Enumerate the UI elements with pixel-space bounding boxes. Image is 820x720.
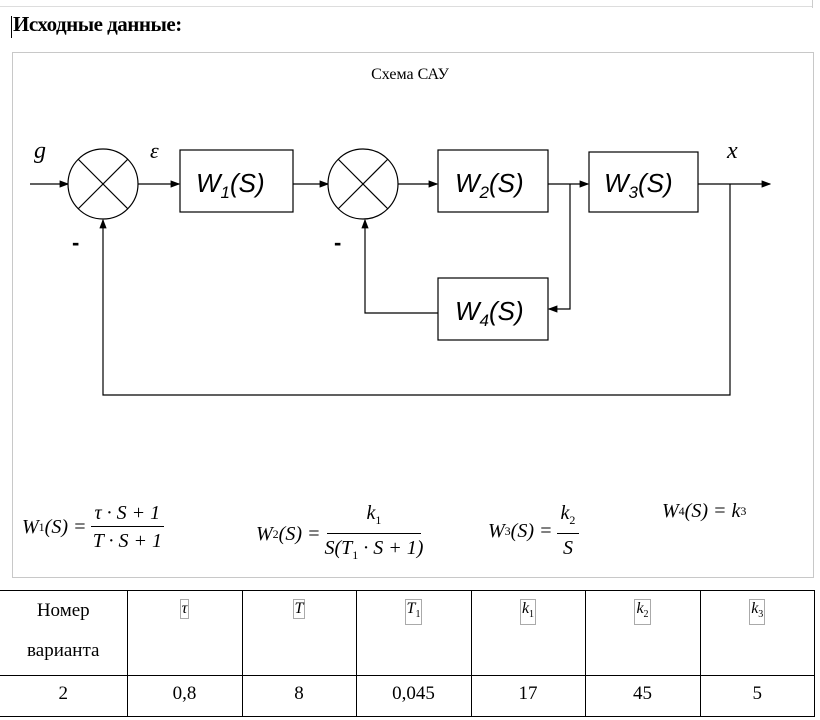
text-cursor bbox=[11, 16, 12, 38]
header-k3: k3 bbox=[699, 590, 815, 676]
input-signal-label: g bbox=[34, 138, 46, 164]
block-w1 bbox=[179, 149, 294, 213]
diagram-frame[interactable] bbox=[12, 52, 814, 578]
page-top-border bbox=[0, 6, 812, 7]
block-w4 bbox=[437, 277, 549, 341]
summing-junction-1 bbox=[67, 148, 139, 220]
cell-variant: 2 bbox=[0, 675, 128, 717]
minus-sign-1: - bbox=[72, 230, 79, 255]
block-w2-label: W2(S) bbox=[455, 168, 524, 202]
cell-k3: 5 bbox=[699, 675, 815, 717]
header-k2: k2 bbox=[584, 590, 701, 676]
block-w1-label: W1(S) bbox=[196, 168, 265, 202]
header-T1: T1 bbox=[355, 590, 472, 676]
outer-feedback bbox=[99, 184, 731, 396]
diagram-caption: Схема САУ bbox=[371, 66, 449, 83]
block-w2 bbox=[437, 149, 549, 213]
error-signal-label: ε bbox=[150, 138, 159, 163]
block-w3 bbox=[588, 151, 699, 213]
header-tau: τ bbox=[126, 590, 243, 676]
summing-junction-2 bbox=[327, 148, 399, 220]
section-heading: Исходные данные: bbox=[13, 12, 182, 36]
cell-k1: 17 bbox=[470, 675, 586, 717]
header-T: T bbox=[241, 590, 357, 676]
output-signal-label: x bbox=[726, 138, 738, 164]
cell-k2: 45 bbox=[584, 675, 701, 717]
cell-T: 8 bbox=[241, 675, 357, 717]
block-w4-label: W4(S) bbox=[455, 296, 524, 330]
cell-tau: 0,8 bbox=[126, 675, 243, 717]
inner-feedback-branch bbox=[547, 184, 571, 313]
table-row: 2 0,8 8 0,045 17 45 5 bbox=[0, 675, 815, 717]
page-corner-mark bbox=[812, 0, 813, 8]
minus-sign-2: - bbox=[334, 230, 341, 255]
cell-T1: 0,045 bbox=[355, 675, 472, 717]
inner-feedback-return bbox=[361, 218, 438, 314]
block-w3-label: W3(S) bbox=[604, 168, 673, 202]
header-k1: k1 bbox=[470, 590, 586, 676]
block-diagram: g ε x W1(S) W2(S) W3(S) W4(S) - - bbox=[30, 138, 772, 396]
